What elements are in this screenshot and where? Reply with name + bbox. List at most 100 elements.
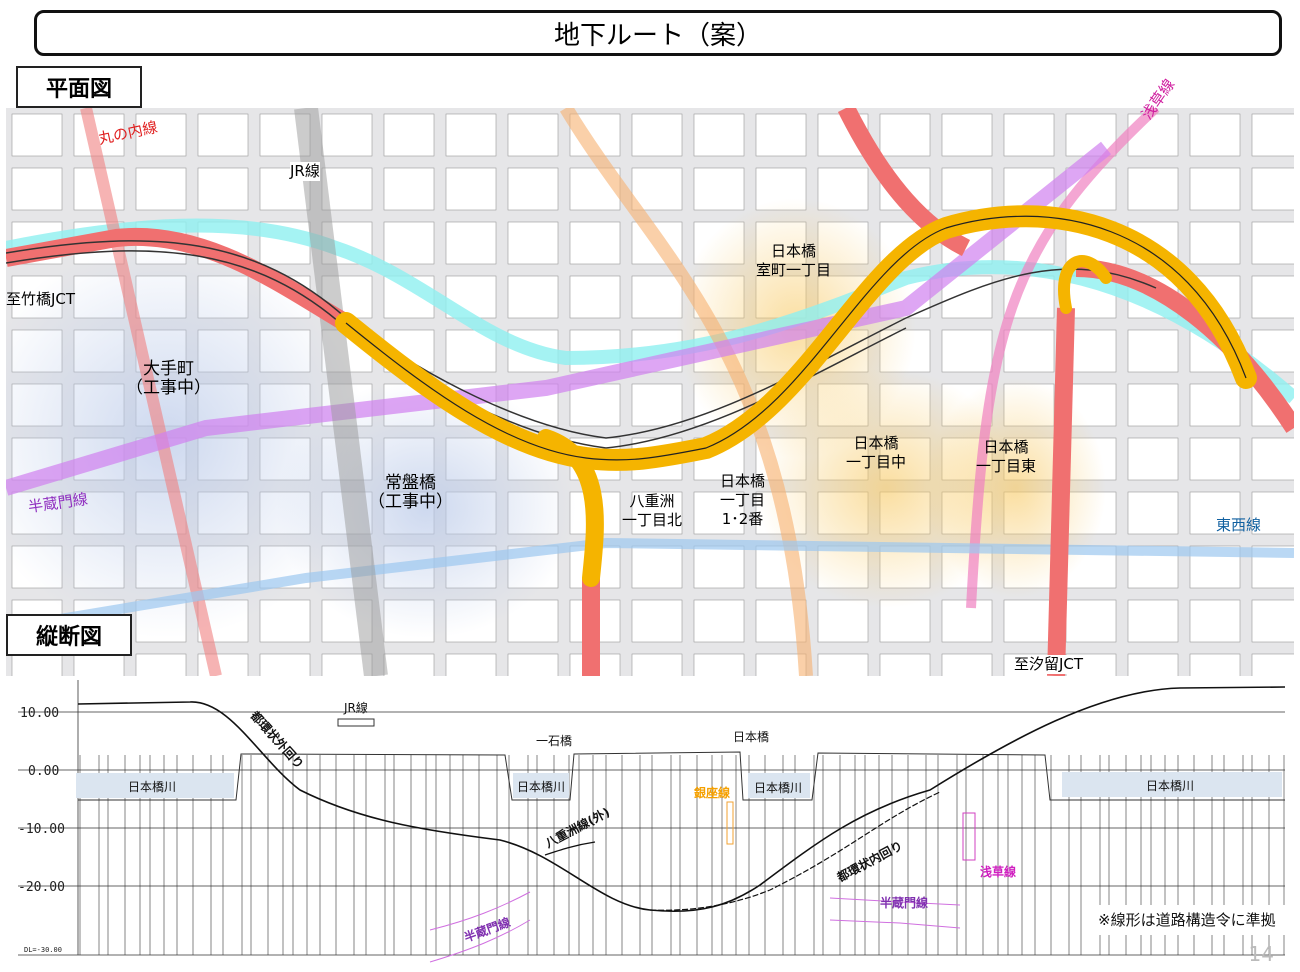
note: ※線形は道路構造令に準拠 bbox=[1098, 911, 1276, 929]
city-block bbox=[693, 113, 745, 157]
yaesu-line-label: 八重洲線(外) bbox=[541, 804, 612, 851]
city-block bbox=[135, 113, 187, 157]
city-block bbox=[631, 653, 683, 676]
city-block bbox=[383, 113, 435, 157]
city-block bbox=[383, 653, 435, 676]
city-block bbox=[445, 653, 497, 676]
inner-loop-label: 都環状内回り bbox=[833, 838, 905, 886]
jr-line bbox=[294, 108, 388, 676]
jr-structure bbox=[337, 718, 375, 727]
outer-loop-label: 都環状外回り bbox=[247, 707, 307, 771]
city-block bbox=[507, 167, 559, 211]
city-block bbox=[569, 383, 621, 427]
city-block bbox=[1251, 653, 1294, 676]
ground-profile bbox=[78, 751, 1285, 801]
hanzomon-line bbox=[6, 141, 1111, 496]
hanzomon-line-label: 半蔵門線 bbox=[462, 914, 512, 945]
shiodome-label: 至汐留JCT bbox=[1014, 655, 1084, 674]
city-block bbox=[1251, 113, 1294, 157]
city-block bbox=[879, 653, 931, 676]
y-tick-10: 10.00 bbox=[20, 706, 59, 721]
city-block bbox=[1189, 491, 1241, 535]
city-block bbox=[631, 599, 683, 643]
city-block bbox=[755, 113, 807, 157]
city-block bbox=[1251, 437, 1294, 481]
jr-line-label: JR線 bbox=[290, 162, 320, 181]
city-block bbox=[569, 221, 621, 265]
city-block bbox=[1251, 221, 1294, 265]
city-block bbox=[383, 221, 435, 265]
tokiwabashi-label: 常盤橋 （工事中） bbox=[368, 473, 453, 512]
city-block bbox=[135, 167, 187, 211]
city-block bbox=[879, 113, 931, 157]
city-block bbox=[631, 167, 683, 211]
city-block bbox=[507, 221, 559, 265]
city-block bbox=[1003, 599, 1055, 643]
city-block bbox=[693, 653, 745, 676]
yaesu-line-profile bbox=[544, 841, 596, 856]
ginza-line-label: 銀座線 bbox=[693, 785, 730, 800]
city-block bbox=[1127, 653, 1179, 676]
city-block bbox=[445, 329, 497, 373]
city-block bbox=[1127, 383, 1179, 427]
city-block bbox=[631, 383, 683, 427]
tozai-line bbox=[6, 537, 1294, 633]
otemachi-label: 大手町 （工事中） bbox=[126, 359, 211, 398]
jr-label: JR線 bbox=[343, 700, 368, 715]
city-block bbox=[941, 167, 993, 211]
city-block bbox=[1251, 599, 1294, 643]
city-block bbox=[631, 545, 683, 589]
plan-view-label: 平面図 bbox=[16, 66, 142, 108]
city-block bbox=[941, 329, 993, 373]
y-tick-minus20: -20.00 bbox=[18, 880, 65, 895]
city-block bbox=[73, 653, 125, 676]
hanzomon-line-profile bbox=[429, 891, 961, 963]
page-number: 14 bbox=[1248, 942, 1274, 966]
city-block bbox=[693, 491, 745, 535]
nihonbashi-bridge-label: 日本橋 bbox=[733, 730, 769, 744]
city-block bbox=[507, 275, 559, 319]
city-block bbox=[321, 113, 373, 157]
city-block bbox=[1065, 329, 1117, 373]
plan-map bbox=[6, 108, 1294, 676]
nihonbashi-higashi-label: 日本橋 一丁目東 bbox=[976, 438, 1037, 475]
y-tick-minus10: -10.00 bbox=[18, 822, 65, 837]
city-block bbox=[1127, 491, 1179, 535]
river-label: 日本橋川 bbox=[128, 780, 176, 794]
city-block bbox=[1251, 275, 1294, 319]
city-block bbox=[1065, 599, 1117, 643]
city-block bbox=[1189, 167, 1241, 211]
y-tick-0: 0.00 bbox=[28, 764, 59, 779]
city-block bbox=[11, 653, 63, 676]
nihonbashi-12-label: 日本橋 一丁目 1･2番 bbox=[720, 472, 766, 528]
city-block bbox=[693, 167, 745, 211]
city-block bbox=[1189, 437, 1241, 481]
city-block bbox=[1127, 599, 1179, 643]
asakusa-line-label: 浅草線 bbox=[980, 864, 1016, 879]
takebashi-label: 至竹橋JCT bbox=[6, 290, 76, 308]
river-label: 日本橋川 bbox=[517, 780, 565, 794]
city-block bbox=[1189, 113, 1241, 157]
city-block bbox=[631, 275, 683, 319]
city-block bbox=[11, 167, 63, 211]
city-block bbox=[321, 167, 373, 211]
yaesu-label: 八重洲 一丁目北 bbox=[622, 492, 683, 529]
marunouchi-line bbox=[80, 108, 222, 676]
asakusa-line bbox=[966, 108, 1160, 609]
city-block bbox=[197, 653, 249, 676]
city-block bbox=[693, 599, 745, 643]
city-block bbox=[569, 275, 621, 319]
city-block bbox=[941, 275, 993, 319]
city-block bbox=[1189, 653, 1241, 676]
city-block bbox=[817, 653, 869, 676]
hanzomon-line-label: 半蔵門線 bbox=[880, 895, 928, 910]
city-block bbox=[941, 653, 993, 676]
city-block bbox=[1127, 167, 1179, 211]
city-block bbox=[1189, 599, 1241, 643]
city-block bbox=[259, 653, 311, 676]
city-block bbox=[1003, 113, 1055, 157]
city-block bbox=[1251, 167, 1294, 211]
nihonbashi-naka-label: 日本橋 一丁目中 bbox=[846, 434, 907, 471]
ginza-line-structure bbox=[726, 801, 734, 845]
city-block bbox=[445, 167, 497, 211]
